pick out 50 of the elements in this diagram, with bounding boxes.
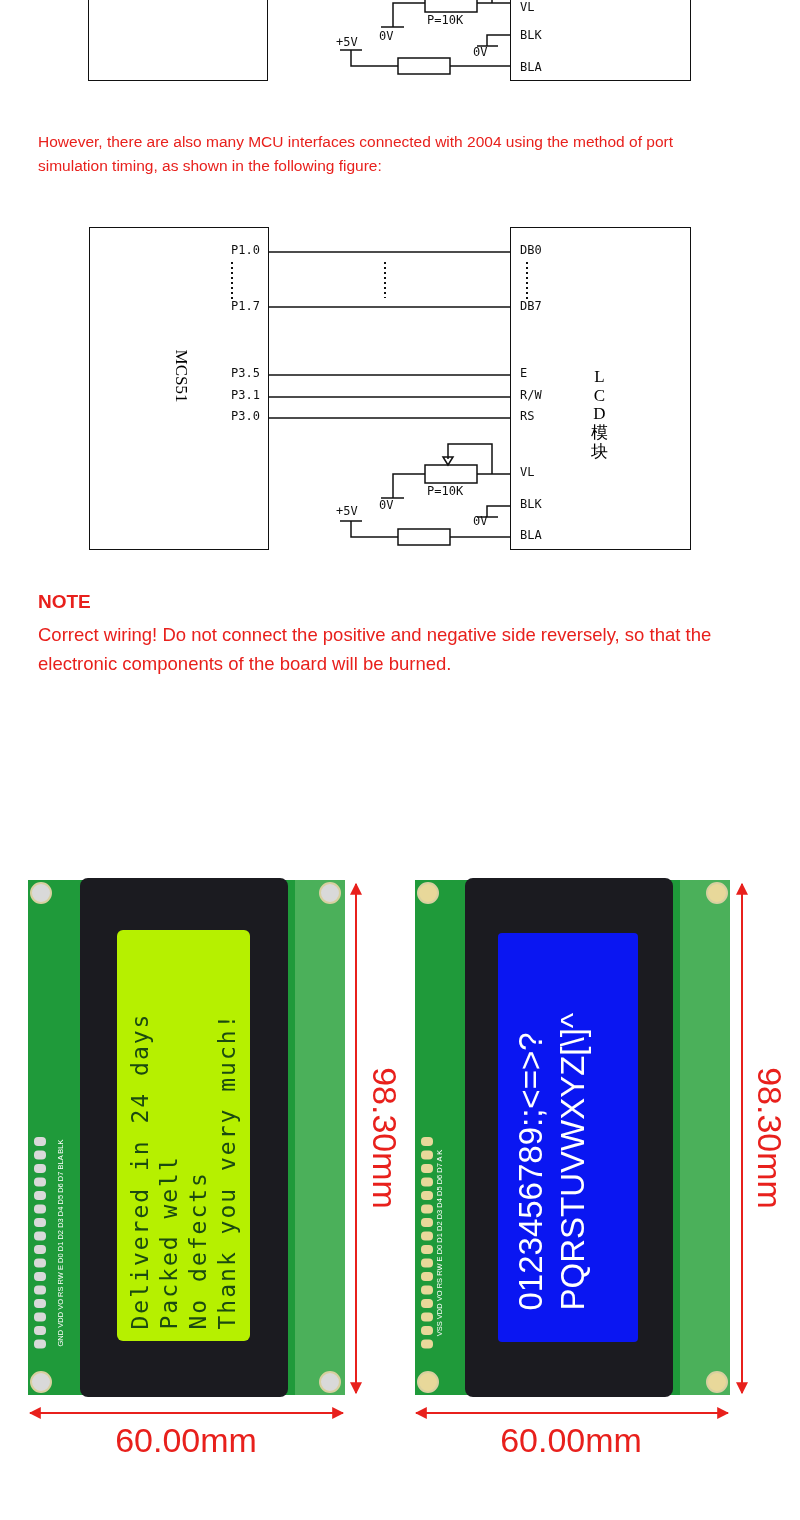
- screen-text: Packed well: [154, 1154, 182, 1329]
- description-text: However, there are also many MCU interfaces connected with 2004 using the method of port simulation timing, as shown in the following figure:: [38, 132, 674, 176]
- pin-label: BLA: [520, 529, 542, 541]
- wire: [268, 374, 511, 376]
- pin-label: RS: [520, 410, 535, 422]
- voltage-label: +5V: [336, 36, 358, 48]
- wire: [268, 396, 511, 398]
- pin-label: P3.0: [231, 410, 260, 422]
- note-heading: NOTE: [38, 591, 91, 613]
- wire: [268, 417, 511, 419]
- screen-text: PQRSTUVWXYZ[\]^: [553, 1012, 592, 1310]
- voltage-label: 0V: [379, 30, 394, 42]
- pin-label: P3.1: [231, 389, 260, 401]
- pin-label: P3.5: [231, 367, 260, 379]
- voltage-label: 0V: [473, 515, 488, 527]
- wire: [268, 251, 511, 253]
- dimension-label: 60.00mm: [115, 1423, 257, 1457]
- voltage-label: 0V: [379, 499, 394, 511]
- pin-label: E: [520, 367, 528, 379]
- pin-label: BLK: [520, 29, 542, 41]
- dimension-label: 98.30mm: [368, 1067, 402, 1209]
- chip-label: MCS51: [171, 349, 191, 403]
- pin-label: R/W: [520, 389, 542, 401]
- screen-text: Delivered in 24 days: [125, 1012, 154, 1329]
- pin-label: VL: [520, 466, 535, 478]
- dimension-label: 60.00mm: [500, 1423, 642, 1457]
- block-box: [88, 0, 268, 81]
- pin-label: P1.7: [231, 300, 260, 312]
- lcd-module-box: [510, 227, 691, 550]
- dimension-label: 98.30mm: [753, 1067, 787, 1209]
- pin-label: DB0: [520, 244, 542, 256]
- pin-label: DB7: [520, 300, 542, 312]
- lcd-screen: [117, 930, 250, 1341]
- pin-label: BLA: [520, 61, 542, 73]
- screen-text: 0123456789:;<=>?: [511, 1031, 550, 1310]
- screen-text: No defects: [183, 1170, 211, 1329]
- voltage-label: 0V: [473, 46, 488, 58]
- component-value: P=10K: [427, 14, 464, 26]
- pin-label: VL: [520, 1, 535, 13]
- wire: [268, 306, 511, 308]
- mcu-box: [89, 227, 269, 550]
- module-label: LCD模块: [591, 368, 608, 462]
- lcd-screen: [498, 933, 638, 1342]
- pin-label: BLK: [520, 498, 542, 510]
- pin-label: P1.0: [231, 244, 260, 256]
- component-value: P=10K: [427, 485, 464, 497]
- screen-text: Thank you very much!: [212, 1012, 241, 1329]
- voltage-label: +5V: [336, 505, 358, 517]
- block-box: [510, 0, 691, 81]
- note-text: Correct wiring! Do not connect the positive and negative side reversely, so that the electronic components of the board will be burned.: [38, 623, 713, 676]
